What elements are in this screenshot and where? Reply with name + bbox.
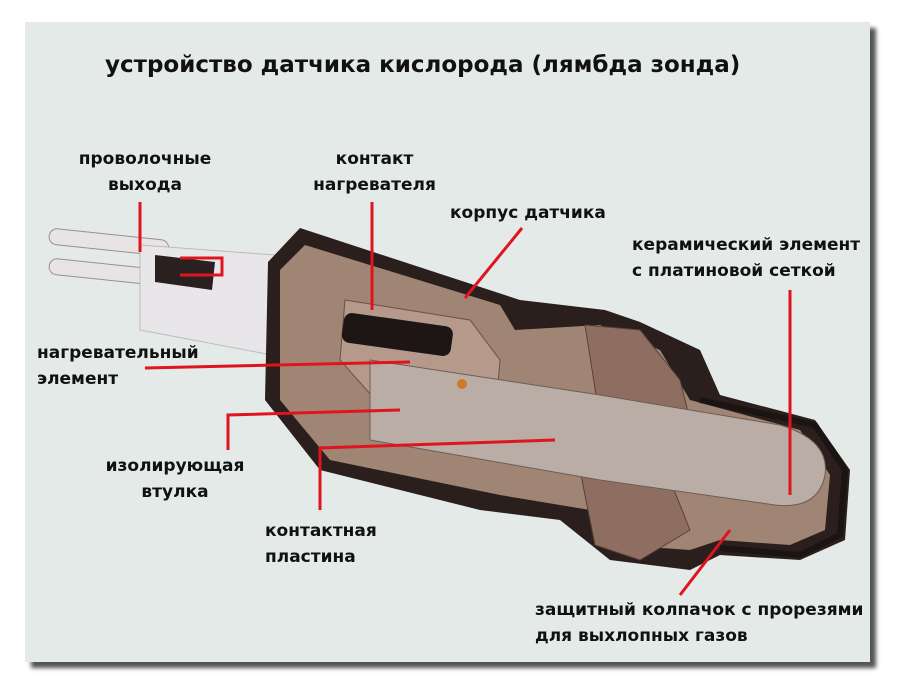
leader-insulator xyxy=(226,408,401,450)
label-contact-plate: контактная пластина xyxy=(265,518,377,570)
label-wires: проволочные выхода xyxy=(70,146,220,198)
label-ceramic: керамический элемент с платиновой сеткой xyxy=(632,232,860,284)
leader-lines xyxy=(138,202,792,596)
label-line: втулка xyxy=(141,482,209,502)
ceramic-element xyxy=(369,359,826,507)
label-line: нагревателя xyxy=(313,175,436,195)
label-line: изолирующая xyxy=(105,456,245,476)
label-line: нагревательный xyxy=(37,343,199,363)
label-line: контакт xyxy=(335,149,414,169)
label-line: для выхлопных газов xyxy=(535,626,748,646)
label-line: пластина xyxy=(265,547,356,567)
leader-wires xyxy=(138,202,224,277)
label-line: керамический элемент xyxy=(632,235,861,255)
leader-cap xyxy=(678,529,732,596)
label-line: с платиновой сеткой xyxy=(632,261,836,281)
leader-contact-plate xyxy=(318,438,556,510)
label-line: выхода xyxy=(108,175,182,195)
label-cap: защитный колпачок с прорезями для выхлоп… xyxy=(535,597,863,649)
label-line: элемент xyxy=(37,369,119,389)
diagram-title: устройство датчика кислорода (лямбда зон… xyxy=(105,52,741,78)
label-line: контактная xyxy=(265,521,377,541)
label-housing: корпус датчика xyxy=(450,203,606,223)
wire-clamp xyxy=(155,255,215,290)
label-line: защитный колпачок с прорезями xyxy=(535,600,864,620)
label-heater: нагревательный элемент xyxy=(37,340,199,392)
leader-housing xyxy=(463,227,524,299)
leader-heater xyxy=(144,360,411,370)
heater-contact-slot xyxy=(341,313,453,356)
heater-dot xyxy=(457,379,467,389)
label-heater-contact: контакт нагревателя xyxy=(312,146,437,198)
label-line: проволочные xyxy=(78,149,212,169)
protective-cap xyxy=(699,397,849,559)
label-insulator: изолирующая втулка xyxy=(100,453,250,505)
